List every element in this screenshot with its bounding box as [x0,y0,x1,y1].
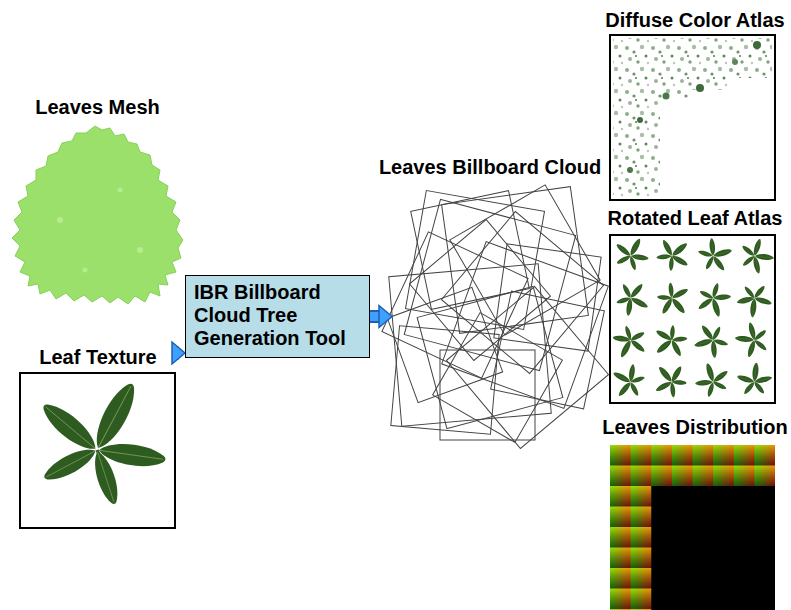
image-panel: Leaves Mesh [10,95,185,305]
image-panel: Leaves Billboard Cloud [392,155,588,447]
billboard-cloud [382,185,609,449]
panel-title: Leaf Texture [39,345,156,369]
leaf-texture [20,373,175,528]
image-panel: Rotated Leaf Atlas [600,206,790,405]
panel-title: Rotated Leaf Atlas [608,206,783,230]
process-box: IBR Billboard Cloud Tree Generation Tool [185,275,370,358]
diffuse-atlas [610,35,775,200]
panel-title: Leaves Distribution [602,415,788,439]
rotated-leaf-atlas [610,232,778,403]
distribution-map [610,445,775,610]
panel-title: Diffuse Color Atlas [605,8,784,32]
image-panel: Leaves Distribution [600,415,790,610]
flow-arrow [370,306,392,328]
tree-mesh [12,126,183,304]
flow-arrow [172,342,185,364]
panel-title: Leaves Mesh [35,95,160,119]
image-panel: Diffuse Color Atlas [600,8,790,203]
process-label: IBR Billboard Cloud Tree Generation Tool [194,281,354,350]
panel-title: Leaves Billboard Cloud [379,155,601,179]
image-panel: Leaf Texture [18,345,178,530]
